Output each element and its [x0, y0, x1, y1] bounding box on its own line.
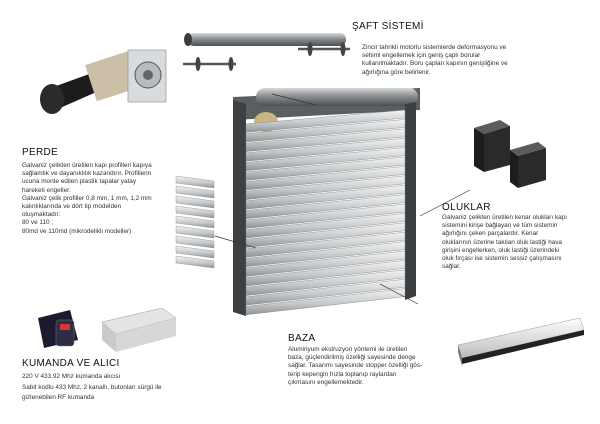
oluklar-line: sistemini kirişe bağlayan ve tüm sistemi…	[442, 222, 558, 230]
oluklar-title: OLUKLAR	[442, 202, 491, 213]
shaft-description: Zincir tahrikli motorlu sistemlerde defo…	[362, 44, 562, 77]
perde-line: hareketi engeller.	[22, 186, 71, 194]
kumanda-description: 220 V 433.92 Mhz kumanda alıcısı Sabit k…	[22, 372, 222, 404]
perde-line: 80md ve 110md (mikrodelikli modeller)	[22, 227, 132, 235]
profile-slat	[175, 245, 215, 259]
perde-title: PERDE	[22, 147, 58, 158]
roller-door-image	[233, 88, 420, 316]
baza-title: BAZA	[288, 333, 316, 344]
baza-line: sağlar. Tasarımı sayesinde stopper özell…	[288, 362, 423, 370]
profile-slat	[175, 205, 215, 219]
profile-slat	[175, 215, 215, 229]
door-slat	[245, 203, 406, 229]
oluklar-description: Galvaniz çelikten üretilen kenar oluklar…	[442, 214, 598, 271]
shaft-line: Zincir tahrikli motorlu sistemlerde defo…	[362, 44, 507, 51]
perde-line: kalınlıklarında ve dört tip modelden	[22, 203, 122, 211]
oluk-rail-image	[474, 120, 546, 188]
profile-slat	[175, 195, 215, 209]
door-slat	[245, 260, 406, 287]
door-slat	[245, 269, 406, 296]
kumanda-line: Sabit kodlu 433 Mhz, 2 kanallı, butonlar…	[22, 383, 162, 391]
door-slat	[245, 137, 406, 162]
perde-line: Galvaniz çelik profiller 0,8 mm, 1 mm, 1…	[22, 194, 152, 202]
baza-line: terip kepengin hızla toplanıp raylardan	[288, 370, 397, 378]
oluklar-line: sağlar.	[442, 263, 461, 271]
kumanda-line: gizlenebilen RF kumanda	[22, 394, 95, 401]
shaft-axle-image	[183, 42, 350, 71]
perde-line: ucuna monte edilen plastik tapalar yatay	[22, 178, 137, 186]
door-slat	[245, 166, 406, 191]
door-slat	[245, 184, 406, 210]
door-slat	[245, 231, 406, 258]
oluklar-line: ağırlığını çeken parçalardır. Kenar	[442, 230, 539, 238]
oluklar-line: oluk fırçası ise sistemin sessiz çalışma…	[442, 255, 562, 263]
shaft-line: kullanılmaktadır. Boru çapları kapının g…	[362, 60, 508, 68]
door-slat	[245, 109, 406, 133]
perde-profile-image	[175, 175, 215, 269]
door-slat	[245, 213, 406, 239]
perde-line: Galvaniz çelikten üretilen kapı profille…	[22, 162, 152, 169]
door-slat	[245, 241, 406, 268]
perde-line: oluşmaktadır:	[22, 211, 61, 219]
baza-line: Aluminyum ekstruzyon yöntemi ile üretile…	[288, 346, 408, 353]
profile-slat	[175, 175, 215, 189]
baza-line: baza, güçlendirilmiş özelliği sayesinde …	[288, 354, 416, 362]
profile-slat	[175, 255, 215, 269]
baza-line: çıkmasını engellemektedir.	[288, 378, 364, 386]
leader-lines	[214, 93, 471, 305]
shaft-line: sehimi engellemek için geniş çaplı borul…	[362, 52, 481, 60]
kumanda-line: 220 V 433.92 Mhz kumanda alıcısı	[22, 373, 121, 380]
door-slat	[245, 194, 406, 220]
door-slat	[245, 128, 406, 152]
door-slat	[245, 288, 406, 316]
shaft-line: ağırlığına göre belirlenir.	[362, 68, 431, 76]
oluklar-line: Galvaniz çelikten üretilen kenar oluklar…	[442, 214, 568, 221]
perde-description: Galvaniz çelikten üretilen kapı profille…	[22, 162, 202, 236]
baza-profile-image	[457, 317, 585, 366]
shaft-title: ŞAFT SİSTEMİ	[352, 21, 424, 32]
door-slat	[245, 278, 406, 306]
profile-slat	[175, 185, 215, 199]
door-slat	[245, 175, 406, 200]
oluklar-line: girişini engellerken, oluk lastiği üzeri…	[442, 246, 560, 254]
profile-slat	[175, 235, 215, 249]
door-slat	[245, 156, 406, 181]
perde-line: 80 ve 110 ;	[22, 219, 54, 227]
receiver-image	[101, 307, 177, 352]
shaft-tube-image	[184, 33, 346, 46]
oluklar-line: oluklarının üzerine takılan oluk lastiği…	[442, 238, 563, 246]
profile-slat	[175, 225, 215, 239]
kumanda-title: KUMANDA VE ALICI	[22, 358, 120, 369]
remote-control-image	[38, 310, 78, 348]
perde-line: sağlamlık ve dayanıklılık kazandırır. Pr…	[22, 170, 152, 178]
door-slat	[245, 147, 406, 172]
motor-image	[40, 49, 167, 114]
door-slat	[245, 250, 406, 277]
baza-description: Aluminyum ekstruzyon yöntemi ile üretile…	[288, 346, 458, 387]
door-slat	[245, 119, 406, 143]
